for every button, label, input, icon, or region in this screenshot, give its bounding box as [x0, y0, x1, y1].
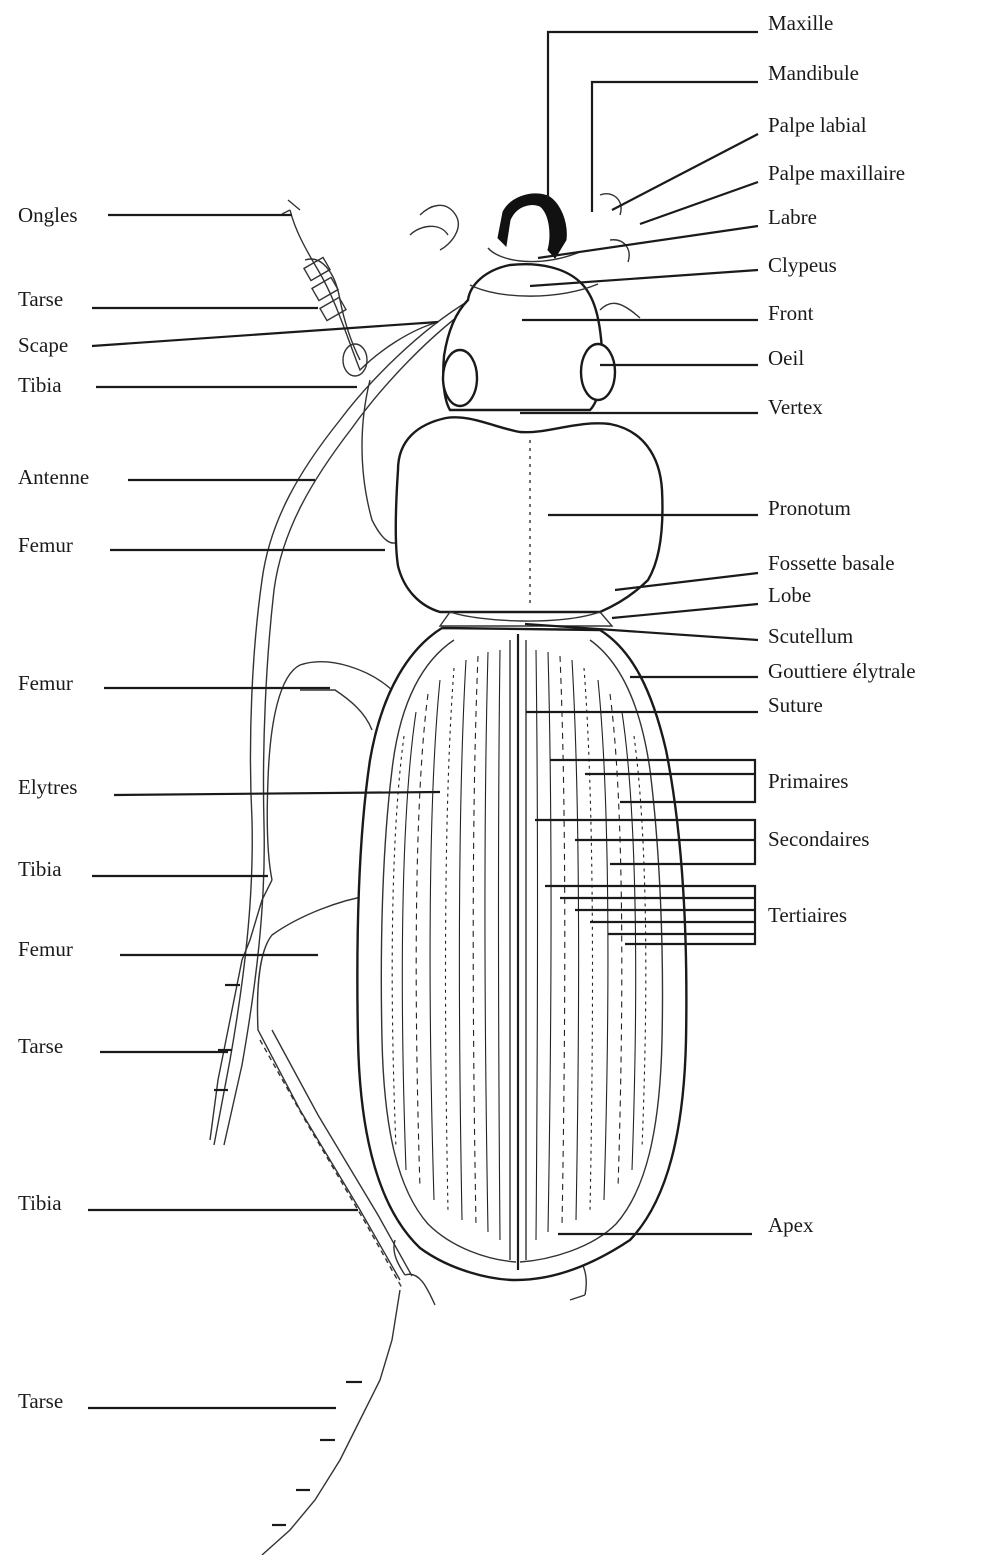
label-femur-3: Femur [18, 937, 73, 961]
label-front: Front [768, 301, 814, 325]
label-palpe-maxillaire: Palpe maxillaire [768, 161, 905, 185]
label-tarse-1: Tarse [18, 287, 63, 311]
label-tarse-3: Tarse [18, 1389, 63, 1413]
label-apex: Apex [768, 1213, 814, 1237]
label-tibia-1: Tibia [18, 373, 62, 397]
labels-left: Ongles Tarse Scape Tibia Antenne Femur F… [18, 203, 89, 1413]
label-tibia-3: Tibia [18, 1191, 62, 1215]
label-maxille: Maxille [768, 11, 833, 35]
label-palpe-labial: Palpe labial [768, 113, 867, 137]
beetle-drawing [210, 194, 686, 1555]
label-elytres: Elytres [18, 775, 77, 799]
elytra [357, 628, 686, 1280]
label-mandibule: Mandibule [768, 61, 859, 85]
label-primaires: Primaires [768, 769, 848, 793]
label-pronotum: Pronotum [768, 496, 851, 520]
labels-right: Maxille Mandibule Palpe labial Palpe max… [768, 11, 916, 1237]
label-tibia-2: Tibia [18, 857, 62, 881]
label-antenne: Antenne [18, 465, 89, 489]
label-tarse-2: Tarse [18, 1034, 63, 1058]
label-femur-2: Femur [18, 671, 73, 695]
label-ongles: Ongles [18, 203, 78, 227]
label-gouttiere-elytrale: Gouttiere élytrale [768, 659, 916, 683]
label-scape: Scape [18, 333, 68, 357]
label-suture: Suture [768, 693, 823, 717]
label-tertiaires: Tertiaires [768, 903, 847, 927]
label-vertex: Vertex [768, 395, 823, 419]
label-lobe: Lobe [768, 583, 811, 607]
eye-left [443, 350, 477, 406]
label-scutellum: Scutellum [768, 624, 853, 648]
mandibles [498, 194, 566, 258]
label-femur-1: Femur [18, 533, 73, 557]
eye-right [581, 344, 615, 400]
label-oeil: Oeil [768, 346, 804, 370]
label-secondaires: Secondaires [768, 827, 869, 851]
label-fossette-basale: Fossette basale [768, 551, 895, 575]
label-labre: Labre [768, 205, 817, 229]
label-clypeus: Clypeus [768, 253, 837, 277]
